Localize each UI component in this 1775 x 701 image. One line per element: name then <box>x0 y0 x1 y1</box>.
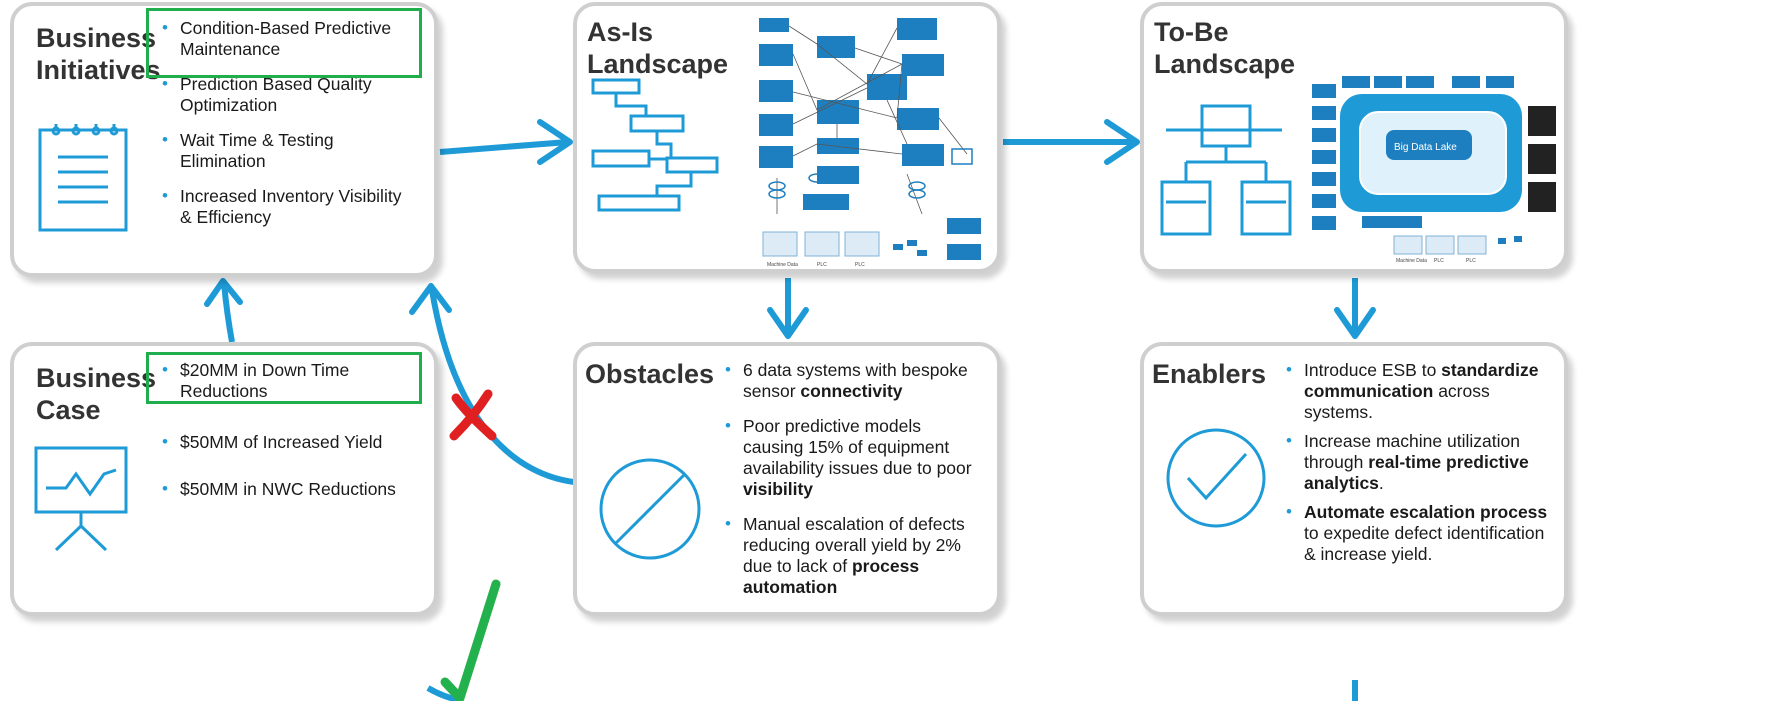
asis-title-line1: As-Is <box>587 17 654 47</box>
checkmark-circle-icon <box>1166 428 1266 528</box>
big-data-lake-label: Big Data Lake <box>1394 142 1457 153</box>
tobe-landscape-card: To-Be Landscape Big Data Lake <box>1140 2 1568 273</box>
asis-label-machine: Machine Data <box>767 262 798 268</box>
initiatives-title: Business Initiatives <box>36 22 161 86</box>
initiatives-highlight-box <box>146 8 422 78</box>
list-item: $50MM in NWC Reductions <box>156 478 416 500</box>
notepad-icon <box>38 124 128 232</box>
prohibited-icon <box>599 458 701 560</box>
list-item: Increase machine utilization through rea… <box>1280 430 1552 494</box>
enablers-list: Introduce ESB to standardize communicati… <box>1280 359 1552 579</box>
asis-title: As-Is Landscape <box>587 16 728 80</box>
asis-landscape-card: As-Is Landscape <box>573 2 1001 273</box>
case-list: $20MM in Down Time Reductions $50MM of I… <box>156 359 416 514</box>
tobe-label-plc-2: PLC <box>1466 258 1476 264</box>
list-item: $20MM in Down Time Reductions <box>156 359 416 402</box>
list-item: Introduce ESB to standardize communicati… <box>1280 359 1552 423</box>
list-item: Poor predictive models causing 15% of eq… <box>719 415 981 500</box>
business-case-card: Business Case $20MM in Down Time Reducti… <box>10 342 438 616</box>
tobe-title: To-Be Landscape <box>1154 16 1295 80</box>
list-item: Prediction Based Quality Optimization <box>156 73 416 116</box>
initiatives-title-line1: Business <box>36 23 157 53</box>
tobe-title-line1: To-Be <box>1154 17 1229 47</box>
cross-icon <box>449 389 497 441</box>
obstacles-card: Obstacles 6 data systems with bespoke se… <box>573 342 1001 616</box>
presentation-chart-icon <box>34 446 128 552</box>
case-title: Business Case <box>36 362 156 426</box>
tobe-label-machine: Machine Data <box>1396 258 1427 264</box>
asis-label-plc-1: PLC <box>817 262 827 268</box>
asis-architecture-diagram: Machine Data PLC PLC <box>759 18 981 268</box>
list-item: Manual escalation of defects reducing ov… <box>719 513 981 598</box>
check-icon <box>440 579 501 701</box>
tobe-architecture-diagram: Big Data Lake Machine Data PLC PLC <box>1312 76 1556 264</box>
obstacles-list: 6 data systems with bespoke sensor conne… <box>719 359 981 612</box>
arrow-asis-to-tobe <box>1003 119 1140 165</box>
list-item: Condition-Based Predictive Maintenance <box>156 17 416 60</box>
list-item: Automate escalation process to expedite … <box>1280 501 1552 565</box>
enablers-card: Enablers Introduce ESB to standardize co… <box>1140 342 1568 616</box>
list-item: Increased Inventory Visibility & Efficie… <box>156 185 416 228</box>
arrow-case-to-initiatives <box>204 278 243 343</box>
org-chart-icon <box>1160 104 1292 236</box>
tobe-title-line2: Landscape <box>1154 49 1296 79</box>
asis-label-plc-2: PLC <box>855 262 865 268</box>
obstacles-title: Obstacles <box>585 359 715 389</box>
case-title-line1: Business <box>36 363 157 393</box>
flowchart-icon <box>591 78 719 212</box>
arrow-asis-to-obstacles <box>767 278 809 339</box>
initiatives-list: Condition-Based Predictive Maintenance P… <box>156 17 416 242</box>
list-item: Wait Time & Testing Elimination <box>156 129 416 172</box>
enablers-title: Enablers <box>1152 359 1267 389</box>
arrow-initiatives-to-asis <box>439 119 573 165</box>
case-title-line2: Case <box>36 395 101 425</box>
case-highlight-box <box>146 352 422 404</box>
asis-title-line2: Landscape <box>587 49 729 79</box>
list-item: $50MM of Increased Yield <box>156 431 416 453</box>
business-initiatives-card: Business Initiatives Condition-Based Pre… <box>10 2 438 277</box>
arrow-tobe-to-enablers <box>1334 278 1376 339</box>
tobe-label-plc-1: PLC <box>1434 258 1444 264</box>
list-item: 6 data systems with bespoke sensor conne… <box>719 359 981 402</box>
initiatives-title-line2: Initiatives <box>36 55 161 85</box>
